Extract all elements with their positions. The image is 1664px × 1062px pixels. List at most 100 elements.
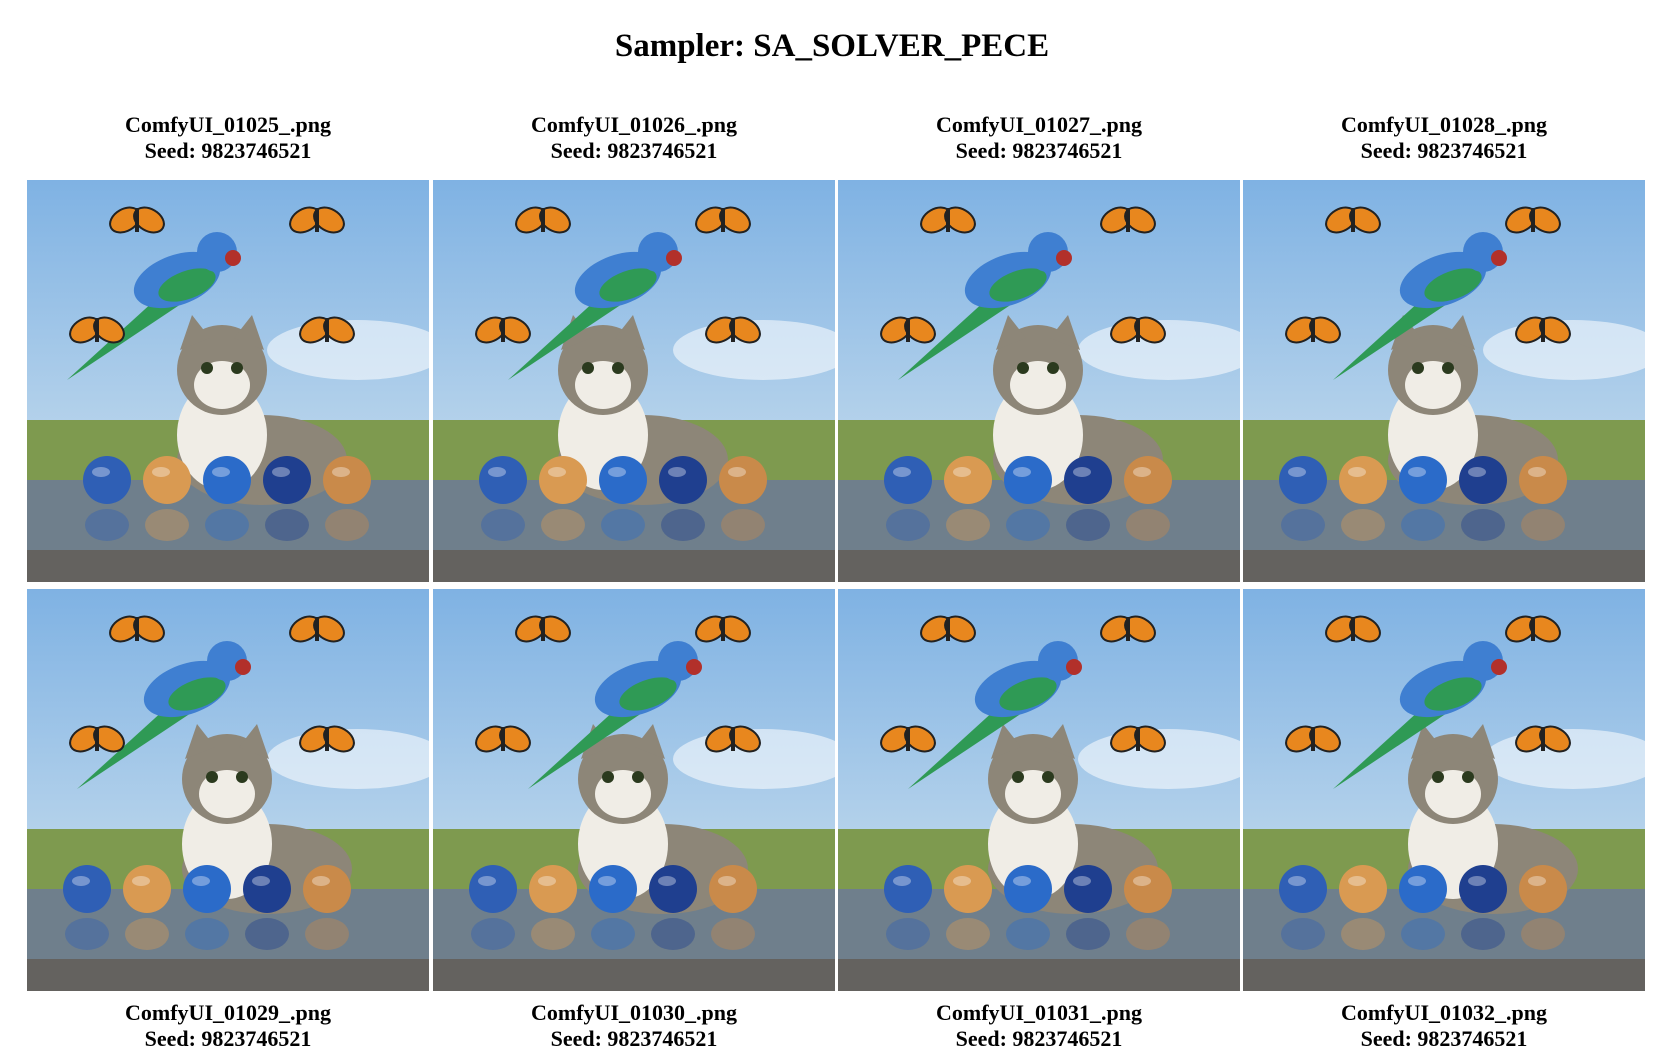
ball-reflection [541, 509, 585, 541]
mud [27, 550, 429, 582]
planet-ball [183, 865, 231, 913]
butterfly-body [1541, 318, 1545, 342]
butterfly-body [721, 208, 725, 232]
planet-ball [589, 865, 637, 913]
ball-reflection [1521, 918, 1565, 950]
cat-ear [180, 315, 210, 350]
planet-ball [719, 456, 767, 504]
planet-ball [1459, 456, 1507, 504]
generated-image-01030[interactable] [433, 589, 835, 991]
butterfly-body [906, 727, 910, 751]
butterfly-body [1531, 617, 1535, 641]
planet-ball [1339, 865, 1387, 913]
generated-image-01029[interactable] [27, 589, 429, 991]
cat-eye [582, 362, 594, 374]
filename-label: ComfyUI_01029_.png [125, 1000, 331, 1025]
ball-reflection [1401, 509, 1445, 541]
generated-image-01025[interactable] [27, 180, 429, 582]
ball-highlight [152, 467, 170, 477]
ball-highlight [1133, 876, 1151, 886]
generated-image-01032[interactable] [1243, 589, 1645, 991]
generated-image-01026[interactable] [433, 180, 835, 582]
ball-highlight [1408, 876, 1426, 886]
seed-label: Seed: 9823746521 [550, 1026, 718, 1051]
illustration [1243, 589, 1645, 991]
planet-ball [884, 456, 932, 504]
ball-highlight [212, 467, 230, 477]
ball-highlight [488, 467, 506, 477]
cat-ear [991, 724, 1021, 759]
filename-label: ComfyUI_01028_.png [1341, 112, 1547, 137]
cat-eye [1432, 771, 1444, 783]
cat-eye [1017, 362, 1029, 374]
ball-reflection [1341, 509, 1385, 541]
butterfly-body [1531, 208, 1535, 232]
cat-eye [1047, 362, 1059, 374]
cat-ear [1445, 315, 1475, 350]
seed-label: Seed: 9823746521 [1360, 138, 1528, 163]
ball-highlight [1073, 467, 1091, 477]
butterfly-body [721, 617, 725, 641]
ball-reflection [1126, 918, 1170, 950]
planet-ball [203, 456, 251, 504]
caption-01031: ComfyUI_01031_.png Seed: 9823746521 [838, 1000, 1240, 1052]
ball-reflection [651, 918, 695, 950]
planet-ball [659, 456, 707, 504]
ball-highlight [728, 467, 746, 477]
ball-highlight [953, 467, 971, 477]
generated-image-01027[interactable] [838, 180, 1240, 582]
ball-highlight [1013, 876, 1031, 886]
ball-reflection [721, 509, 765, 541]
planet-ball [1339, 456, 1387, 504]
generated-image-01028[interactable] [1243, 180, 1645, 582]
butterfly-body [315, 617, 319, 641]
ball-reflection [601, 509, 645, 541]
cat-eye [201, 362, 213, 374]
butterfly-body [1136, 318, 1140, 342]
ball-highlight [1288, 876, 1306, 886]
seed-label: Seed: 9823746521 [1360, 1026, 1528, 1051]
butterfly-body [95, 727, 99, 751]
cat-eye [1012, 771, 1024, 783]
planet-ball [1279, 456, 1327, 504]
ball-reflection [591, 918, 635, 950]
parrot-wing [1424, 268, 1482, 302]
parrot-wing [999, 677, 1057, 711]
butterfly-body [501, 727, 505, 751]
ball-highlight [548, 467, 566, 477]
illustration [1243, 180, 1645, 582]
butterfly-body [906, 318, 910, 342]
filename-label: ComfyUI_01025_.png [125, 112, 331, 137]
butterfly-body [1126, 617, 1130, 641]
parrot-beak [1056, 250, 1072, 266]
generated-image-01031[interactable] [838, 589, 1240, 991]
ball-highlight [272, 467, 290, 477]
parrot-beak [686, 659, 702, 675]
cat-ear [1045, 724, 1075, 759]
planet-ball [539, 456, 587, 504]
planet-ball [599, 456, 647, 504]
mud [433, 550, 835, 582]
ball-highlight [312, 876, 330, 886]
ball-reflection [661, 509, 705, 541]
illustration [433, 589, 835, 991]
caption-01027: ComfyUI_01027_.png Seed: 9823746521 [838, 112, 1240, 164]
parrot-wing [1424, 677, 1482, 711]
planet-ball [143, 456, 191, 504]
illustration [433, 180, 835, 582]
ball-reflection [1281, 918, 1325, 950]
page-title: Sampler: SA_SOLVER_PECE [614, 28, 1050, 64]
cat-ear [1411, 724, 1441, 759]
butterfly-body [1541, 727, 1545, 751]
butterfly-body [1136, 727, 1140, 751]
ball-highlight [598, 876, 616, 886]
butterfly-body [325, 318, 329, 342]
ball-reflection [1006, 509, 1050, 541]
mud [1243, 550, 1645, 582]
caption-01028: ComfyUI_01028_.png Seed: 9823746521 [1243, 112, 1645, 164]
ball-highlight [192, 876, 210, 886]
butterfly-body [135, 208, 139, 232]
butterfly-body [541, 617, 545, 641]
illustration [27, 589, 429, 991]
filename-label: ComfyUI_01031_.png [936, 1000, 1142, 1025]
